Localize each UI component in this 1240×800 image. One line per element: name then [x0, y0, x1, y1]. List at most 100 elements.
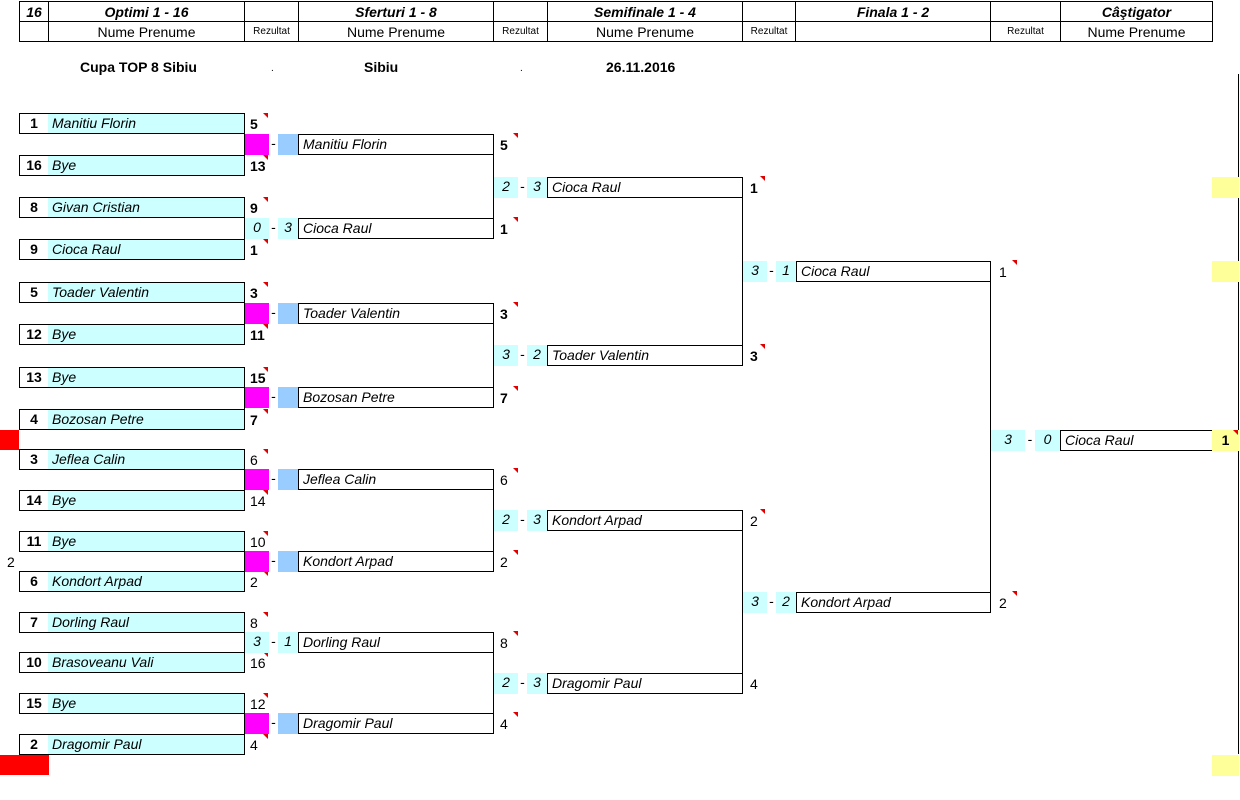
player-name-r16[interactable]: Bye [48, 324, 245, 345]
result-r16: 9 [250, 200, 258, 216]
header-spacer-1 [244, 1, 299, 22]
result-marker-icon [263, 652, 268, 657]
result-quarter: 1 [500, 221, 508, 237]
player-name-r16[interactable]: Toader Valentin [48, 282, 245, 303]
bracket-connector-r16 [244, 713, 245, 754]
player-name-quarter[interactable]: Cioca Raul [298, 218, 494, 239]
player-name-r16[interactable]: Bye [48, 490, 245, 511]
score-a-box: 3 [743, 261, 767, 282]
score-b-empty [278, 387, 298, 408]
player-name-r16[interactable]: Bozosan Petre [48, 409, 245, 430]
info-separator-1: . [271, 63, 274, 74]
header-final-text: Finala 1 - 2 [856, 3, 930, 20]
player-name-semi[interactable]: Dragomir Paul [547, 673, 743, 694]
subheader-blank [19, 21, 49, 42]
player-name-quarter[interactable]: Bozosan Petre [298, 387, 494, 408]
score-a-box: 3 [245, 632, 269, 653]
player-name-semi[interactable]: Kondort Arpad [547, 510, 743, 531]
score-dash: - [271, 135, 276, 151]
subheader-result-3: Rezultat [742, 21, 796, 42]
score-b-box: 3 [527, 510, 547, 531]
score-b-box: 2 [776, 592, 796, 613]
seed-number: 8 [19, 197, 49, 218]
subheader-result-2-text: Rezultat [502, 26, 539, 37]
player-name-r16[interactable]: Manitiu Florin [48, 113, 245, 134]
player-name-r16[interactable]: Dragomir Paul [48, 734, 245, 755]
player-name-semi[interactable]: Toader Valentin [547, 345, 743, 366]
player-name-quarter[interactable]: Dorling Raul [298, 632, 494, 653]
subheader-blank-final [795, 21, 991, 42]
subheader-name-3: Nume Prenume [547, 21, 743, 42]
score-b-empty [278, 551, 298, 572]
result-r16: 4 [250, 737, 258, 753]
result-r16: 5 [250, 116, 258, 132]
result-semi: 1 [750, 180, 758, 196]
seed-number: 1 [19, 113, 49, 134]
result-final: 1 [999, 264, 1007, 280]
player-name-r16[interactable]: Cioca Raul [48, 239, 245, 260]
player-name-r16[interactable]: Kondort Arpad [48, 571, 245, 592]
seed-number: 5 [19, 282, 49, 303]
yellow-cell-2 [1212, 261, 1239, 282]
seed-number: 9 [19, 239, 49, 260]
header-winner-text: Câştigator [1101, 3, 1172, 20]
red-marker-bottom [0, 755, 49, 775]
result-r16: 3 [250, 285, 258, 301]
player-name-r16[interactable]: Jeflea Calin [48, 449, 245, 470]
result-marker-icon [513, 468, 518, 473]
subheader-name-3-text: Nume Prenume [595, 23, 695, 40]
score-b-empty [278, 469, 298, 490]
player-name-quarter[interactable]: Manitiu Florin [298, 134, 494, 155]
seed-number: 14 [19, 490, 49, 511]
player-name-r16[interactable]: Givan Cristian [48, 197, 245, 218]
score-a-empty [245, 469, 269, 490]
result-marker-icon [760, 509, 765, 514]
result-r16: 1 [250, 242, 258, 258]
score-dash: - [520, 511, 525, 527]
bracket-connector-semi [742, 530, 743, 693]
seed-number: 11 [19, 531, 49, 552]
player-name-r16[interactable]: Bye [48, 155, 245, 176]
subheader-result-4: Rezultat [990, 21, 1061, 42]
player-name-final[interactable]: Kondort Arpad [796, 592, 991, 613]
result-r16: 13 [250, 158, 266, 174]
player-name-quarter[interactable]: Dragomir Paul [298, 713, 494, 734]
result-semi: 2 [750, 513, 758, 529]
player-name-quarter[interactable]: Kondort Arpad [298, 551, 494, 572]
side-note: 2 [7, 554, 15, 570]
score-a-empty [245, 551, 269, 572]
player-name-r16[interactable]: Bye [48, 367, 245, 388]
player-name-final[interactable]: Cioca Raul [796, 261, 991, 282]
result-r16: 16 [250, 655, 266, 671]
player-name-semi[interactable]: Cioca Raul [547, 177, 743, 198]
result-semi: 3 [750, 348, 758, 364]
right-border-line [1238, 74, 1239, 754]
player-name-r16[interactable]: Brasoveanu Vali [48, 652, 245, 673]
result-marker-icon [263, 324, 268, 329]
result-marker-icon [513, 133, 518, 138]
header-spacer-4 [990, 1, 1061, 22]
header-round16: Optimi 1 - 16 [48, 1, 245, 22]
player-name-r16[interactable]: Bye [48, 693, 245, 714]
player-name-quarter[interactable]: Jeflea Calin [298, 469, 494, 490]
champion-name[interactable]: Cioca Raul [1060, 430, 1213, 451]
yellow-cell-3 [1212, 755, 1239, 776]
subheader-result-4-text: Rezultat [1007, 26, 1044, 37]
result-quarter: 6 [500, 472, 508, 488]
player-name-r16[interactable]: Bye [48, 531, 245, 552]
player-name-r16[interactable]: Dorling Raul [48, 612, 245, 633]
score-dash: - [271, 219, 276, 235]
player-name-quarter[interactable]: Toader Valentin [298, 303, 494, 324]
result-marker-icon [263, 693, 268, 698]
result-quarter: 3 [500, 306, 508, 322]
score-dash: - [271, 304, 276, 320]
header-count: 16 [19, 1, 49, 22]
score-dash: - [520, 178, 525, 194]
result-marker-icon [1012, 260, 1017, 265]
score-a-empty [245, 387, 269, 408]
score-dash: - [271, 388, 276, 404]
bracket-connector-quarter [493, 489, 494, 571]
header-semi-text: Semifinale 1 - 4 [594, 3, 696, 20]
result-marker-icon [263, 734, 268, 739]
score-dash: - [271, 552, 276, 568]
